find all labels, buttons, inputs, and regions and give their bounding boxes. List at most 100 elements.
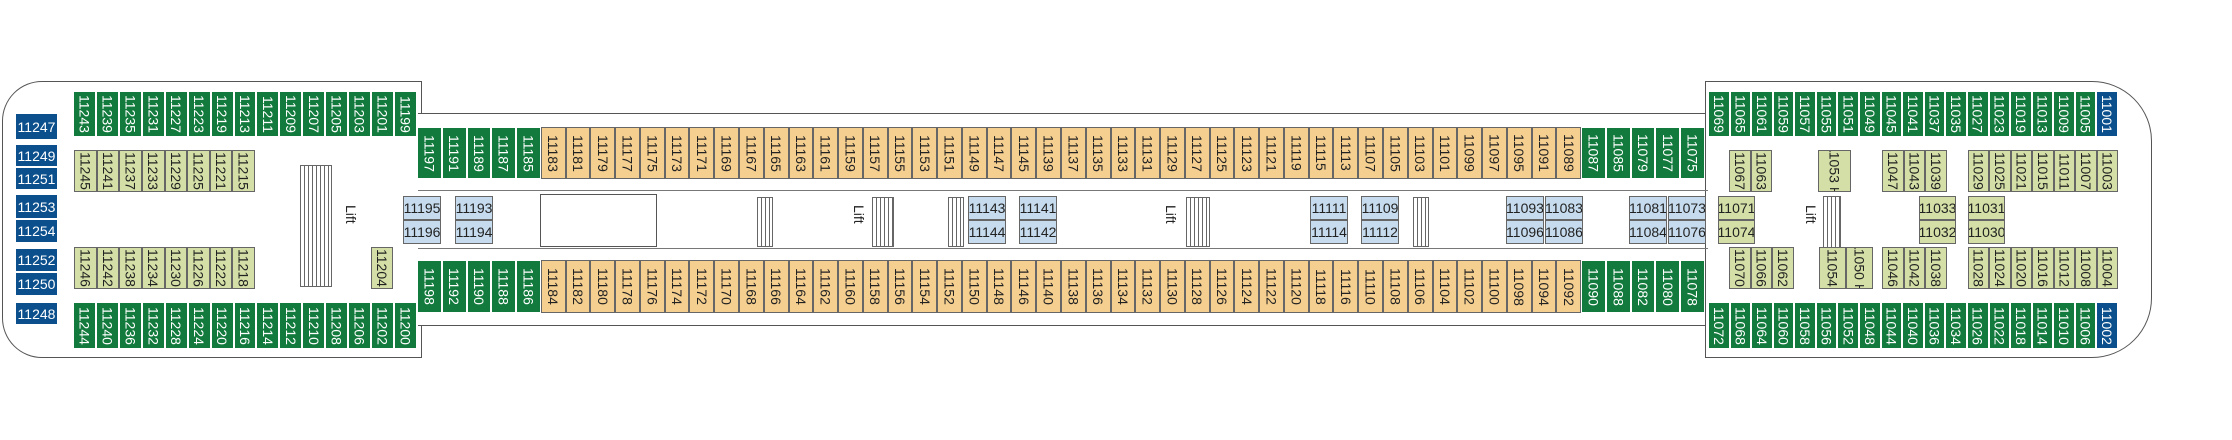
cabin-11187[interactable]: 11187 xyxy=(491,127,517,179)
cabin-11253[interactable]: 11253 xyxy=(15,194,58,219)
cabin-11213[interactable]: 11213 xyxy=(233,91,257,137)
cabin-11116[interactable]: 11116 xyxy=(1333,260,1359,313)
cabin-11066[interactable]: 11066 xyxy=(1750,247,1773,289)
cabin-11090[interactable]: 11090 xyxy=(1581,260,1606,313)
cabin-11189[interactable]: 11189 xyxy=(466,127,492,179)
cabin-11104[interactable]: 11104 xyxy=(1432,260,1458,313)
cabin-11030[interactable]: 11030 xyxy=(1968,220,2005,244)
cabin-11051[interactable]: 11051 xyxy=(1837,91,1860,137)
cabin-11070[interactable]: 11070 xyxy=(1729,247,1751,289)
cabin-11142[interactable]: 11142 xyxy=(1019,220,1057,244)
cabin-11196[interactable]: 11196 xyxy=(403,220,441,244)
cabin-11088[interactable]: 11088 xyxy=(1605,260,1631,313)
cabin-11113[interactable]: 11113 xyxy=(1333,127,1359,179)
cabin-11100[interactable]: 11100 xyxy=(1482,260,1507,313)
cabin-11181[interactable]: 11181 xyxy=(565,127,591,179)
cabin-11169[interactable]: 11169 xyxy=(714,127,739,179)
cabin-11111[interactable]: 11111 xyxy=(1310,196,1348,220)
cabin-11003[interactable]: 11003 xyxy=(2096,150,2118,192)
cabin-11167[interactable]: 11167 xyxy=(739,127,764,179)
cabin-11137[interactable]: 11137 xyxy=(1061,127,1086,179)
cabin-11105[interactable]: 11105 xyxy=(1383,127,1408,179)
cabin-11042[interactable]: 11042 xyxy=(1903,247,1926,289)
cabin-11180[interactable]: 11180 xyxy=(590,260,616,313)
cabin-11246[interactable]: 11246 xyxy=(74,247,97,289)
cabin-11085[interactable]: 11085 xyxy=(1605,127,1631,179)
cabin-11123[interactable]: 11123 xyxy=(1234,127,1260,179)
cabin-11244[interactable]: 11244 xyxy=(73,302,96,349)
cabin-11022[interactable]: 11022 xyxy=(1988,302,2011,349)
cabin-11203[interactable]: 11203 xyxy=(348,91,372,137)
cabin-11099[interactable]: 11099 xyxy=(1457,127,1483,179)
cabin-11122[interactable]: 11122 xyxy=(1259,260,1284,313)
cabin-11247[interactable]: 11247 xyxy=(15,113,58,140)
cabin-11160[interactable]: 11160 xyxy=(838,260,863,313)
cabin-11205[interactable]: 11205 xyxy=(325,91,349,137)
cabin-11175[interactable]: 11175 xyxy=(639,127,665,179)
cabin-11020[interactable]: 11020 xyxy=(2010,247,2033,289)
cabin-11083[interactable]: 11083 xyxy=(1545,196,1583,220)
cabin-11092[interactable]: 11092 xyxy=(1556,260,1582,313)
cabin-11235[interactable]: 11235 xyxy=(118,91,142,137)
cabin-11067[interactable]: 11067 xyxy=(1729,150,1751,192)
cabin-11115[interactable]: 11115 xyxy=(1308,127,1334,179)
cabin-11091[interactable]: 11091 xyxy=(1531,127,1557,179)
cabin-11145[interactable]: 11145 xyxy=(1011,127,1037,179)
cabin-11036[interactable]: 11036 xyxy=(1923,302,1946,349)
cabin-11157[interactable]: 11157 xyxy=(862,127,888,179)
cabin-11248[interactable]: 11248 xyxy=(15,302,58,325)
cabin-11168[interactable]: 11168 xyxy=(739,260,764,313)
cabin-11127[interactable]: 11127 xyxy=(1184,127,1210,179)
cabin-11027[interactable]: 11027 xyxy=(1966,91,1989,137)
cabin-11015[interactable]: 11015 xyxy=(2032,150,2054,192)
cabin-11236[interactable]: 11236 xyxy=(118,302,142,349)
cabin-11048[interactable]: 11048 xyxy=(1859,302,1881,349)
cabin-11033[interactable]: 11033 xyxy=(1919,196,1956,220)
cabin-11019[interactable]: 11019 xyxy=(2010,91,2032,137)
cabin-11134[interactable]: 11134 xyxy=(1110,260,1136,313)
cabin-11155[interactable]: 11155 xyxy=(887,127,913,179)
cabin-11234[interactable]: 11234 xyxy=(141,247,165,289)
cabin-11139[interactable]: 11139 xyxy=(1036,127,1061,179)
cabin-11131[interactable]: 11131 xyxy=(1135,127,1161,179)
cabin-11214[interactable]: 11214 xyxy=(256,302,280,349)
cabin-11228[interactable]: 11228 xyxy=(164,302,188,349)
cabin-11163[interactable]: 11163 xyxy=(788,127,814,179)
cabin-11232[interactable]: 11232 xyxy=(141,302,165,349)
cabin-11159[interactable]: 11159 xyxy=(838,127,863,179)
cabin-11149[interactable]: 11149 xyxy=(961,127,987,179)
cabin-11101[interactable]: 11101 xyxy=(1432,127,1458,179)
cabin-11207[interactable]: 11207 xyxy=(302,91,326,137)
cabin-11060[interactable]: 11060 xyxy=(1772,302,1795,349)
cabin-11065[interactable]: 11065 xyxy=(1729,91,1752,137)
cabin-11199[interactable]: 11199 xyxy=(394,91,417,137)
cabin-11032[interactable]: 11032 xyxy=(1919,220,1956,244)
cabin-11243[interactable]: 11243 xyxy=(73,91,96,137)
cabin-11202[interactable]: 11202 xyxy=(371,302,395,349)
cabin-11130[interactable]: 11130 xyxy=(1160,260,1185,313)
cabin-11129[interactable]: 11129 xyxy=(1160,127,1185,179)
cabin-11156[interactable]: 11156 xyxy=(887,260,913,313)
cabin-11031[interactable]: 11031 xyxy=(1968,196,2005,220)
cabin-11252[interactable]: 11252 xyxy=(15,248,58,272)
cabin-11007[interactable]: 11007 xyxy=(2075,150,2097,192)
cabin-11081[interactable]: 11081 xyxy=(1629,196,1667,220)
cabin-11044[interactable]: 11044 xyxy=(1880,302,1903,349)
cabin-11185[interactable]: 11185 xyxy=(516,127,541,179)
cabin-11193[interactable]: 11193 xyxy=(455,196,493,220)
cabin-11046[interactable]: 11046 xyxy=(1882,247,1904,289)
cabin-11153[interactable]: 11153 xyxy=(912,127,938,179)
cabin-11150[interactable]: 11150 xyxy=(961,260,987,313)
cabin-11069[interactable]: 11069 xyxy=(1708,91,1730,137)
cabin-11188[interactable]: 11188 xyxy=(491,260,517,313)
cabin-11147[interactable]: 11147 xyxy=(986,127,1012,179)
cabin-11098[interactable]: 11098 xyxy=(1506,260,1532,313)
cabin-11221[interactable]: 11221 xyxy=(209,150,233,192)
cabin-11037[interactable]: 11037 xyxy=(1923,91,1946,137)
cabin-11161[interactable]: 11161 xyxy=(813,127,839,179)
cabin-11143[interactable]: 11143 xyxy=(968,196,1006,220)
cabin-11219[interactable]: 11219 xyxy=(210,91,234,137)
cabin-11226[interactable]: 11226 xyxy=(187,247,210,289)
